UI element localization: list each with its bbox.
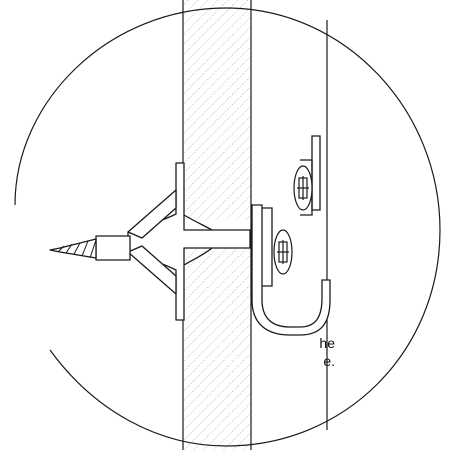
screw-head-lower (273, 229, 293, 275)
toggle-bolt-anchor (49, 162, 251, 321)
magnifier-circle (14, 7, 441, 447)
screw-head-upper (293, 165, 313, 211)
caption-line-2: e. (323, 353, 335, 369)
drywall (182, 0, 252, 450)
caption-line-1: he (319, 335, 335, 351)
mounting-bracket (251, 135, 331, 336)
